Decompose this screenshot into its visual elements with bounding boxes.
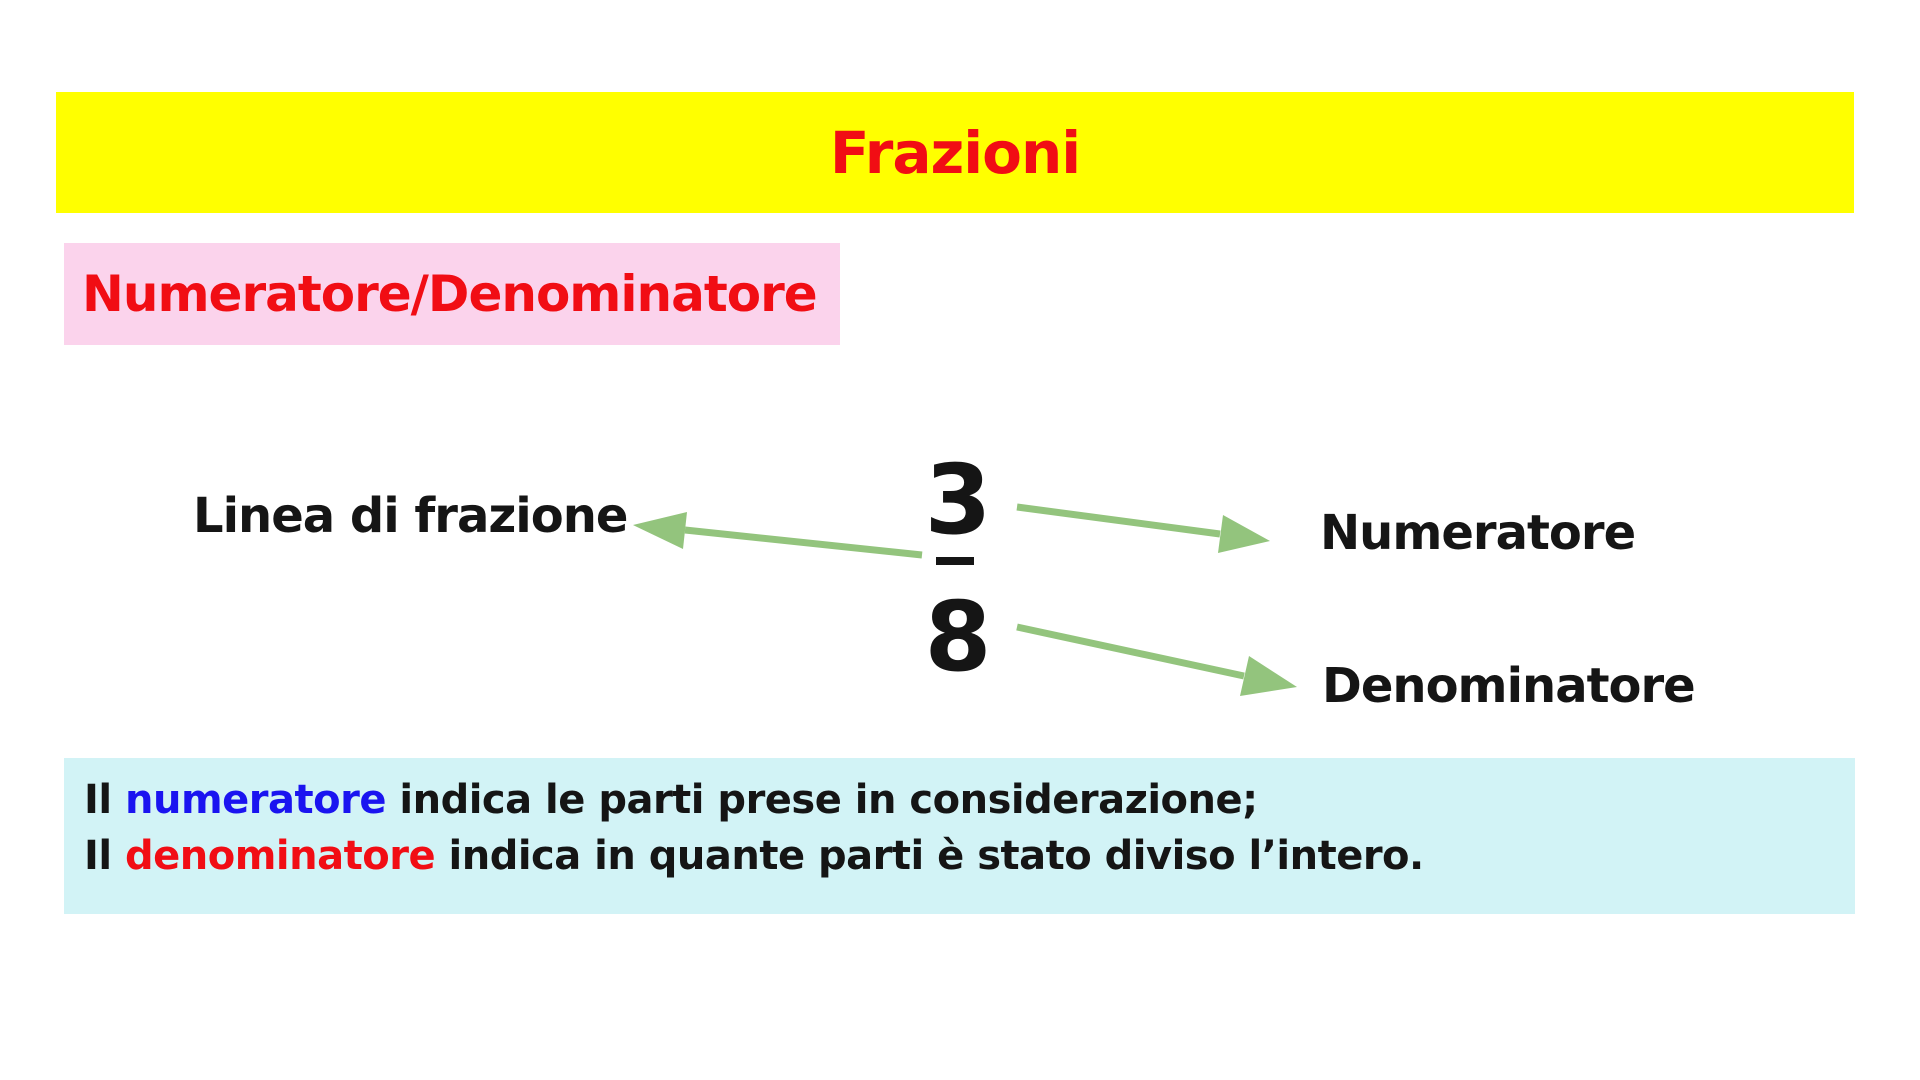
fraction-bar: [936, 557, 974, 565]
info-box: Il numeratore indica le parti prese in c…: [64, 758, 1855, 914]
page-title: Frazioni: [829, 118, 1081, 187]
subtitle-text: Numeratore/Denominatore: [82, 265, 818, 323]
info-line-2-prefix: Il: [84, 833, 126, 879]
info-line-2: Il denominatore indica in quante parti è…: [84, 828, 1855, 884]
fraction-line-arrow-icon: [633, 512, 923, 559]
info-line-1-keyword: numeratore: [125, 777, 386, 823]
info-line-1: Il numeratore indica le parti prese in c…: [84, 772, 1855, 828]
title-banner: Frazioni: [56, 92, 1854, 213]
info-line-1-prefix: Il: [84, 777, 126, 823]
subtitle-box: Numeratore/Denominatore: [64, 243, 840, 345]
numerator-label: Numeratore: [1320, 505, 1636, 561]
info-line-2-keyword: denominatore: [125, 833, 436, 879]
info-line-1-rest: indica le parti prese in considerazione;: [385, 777, 1258, 823]
denominator-arrow-icon: [1016, 623, 1297, 696]
fraction-line-label: Linea di frazione: [193, 488, 628, 544]
fraction-denominator: 8: [924, 581, 992, 693]
fraction-numerator: 3: [924, 444, 992, 556]
info-line-2-rest: indica in quante parti è stato diviso l’…: [435, 833, 1425, 879]
numerator-arrow-icon: [1016, 503, 1270, 553]
denominator-label: Denominatore: [1322, 658, 1696, 714]
